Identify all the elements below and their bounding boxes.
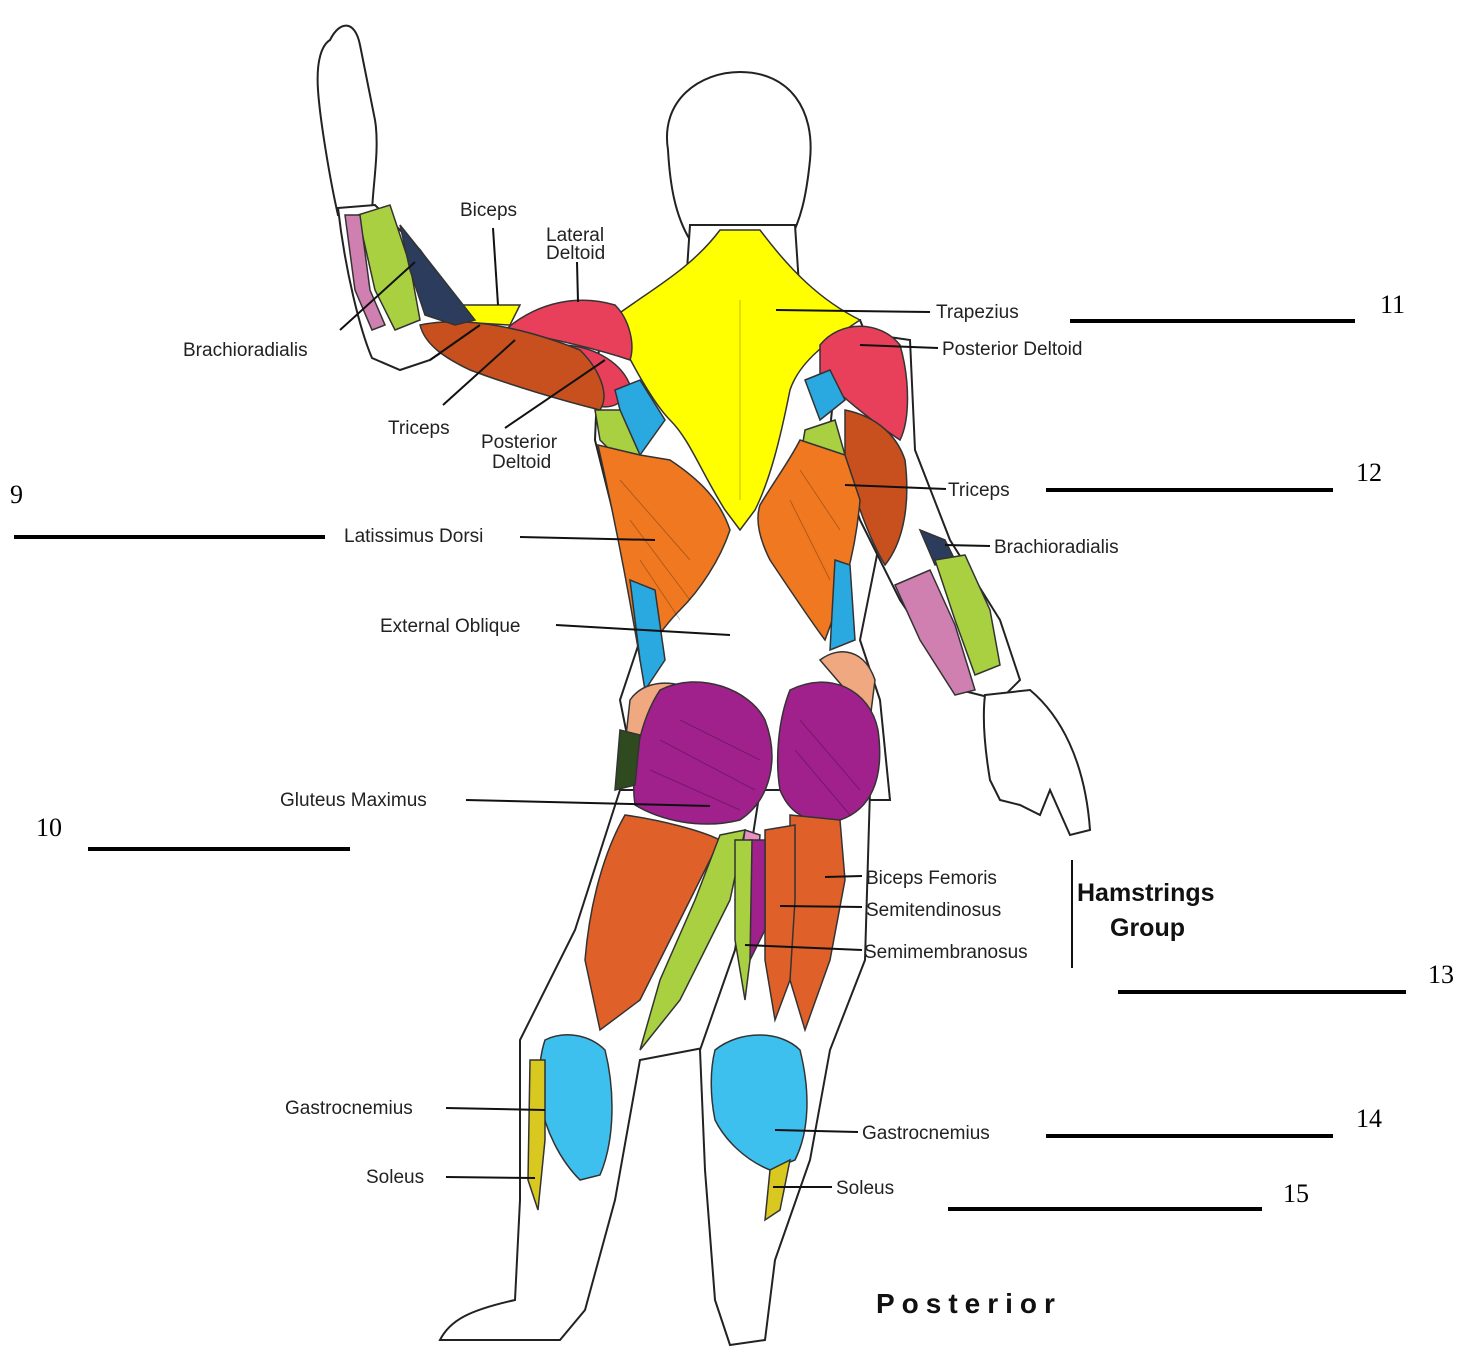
label-semitendinosus: Semitendinosus [866,900,1001,921]
label-trapezius: Trapezius [936,302,1019,323]
blank-number-12: 12 [1356,458,1382,487]
label-semimembranosus: Semimembranosus [864,942,1028,963]
label-gastrocnemius-right: Gastrocnemius [862,1123,990,1144]
label-posterior-deltoid-left-line1: Posterior [481,432,558,453]
label-posterior-deltoid-right: Posterior Deltoid [942,339,1082,360]
diagram-title: Posterior [876,1288,1062,1319]
label-triceps-right: Triceps [948,480,1010,501]
label-gastrocnemius-left: Gastrocnemius [285,1098,413,1119]
blank-number-9: 9 [10,480,23,509]
label-brachioradialis-left: Brachioradialis [183,340,308,361]
gluteus-maximus-left-muscle [634,682,772,824]
label-external-oblique: External Oblique [380,616,520,637]
external-oblique-right-muscle [830,560,855,650]
label-biceps-femoris: Biceps Femoris [866,868,997,889]
label-triceps-left: Triceps [388,418,450,439]
blank-number-14: 14 [1356,1104,1382,1133]
hamstrings-group-title-line2: Group [1110,914,1185,942]
label-soleus-left: Soleus [366,1167,424,1188]
blank-number-10: 10 [36,813,62,842]
label-gluteus-maximus: Gluteus Maximus [280,790,427,811]
gluteus-maximus-right-muscle [778,682,880,821]
label-soleus-right: Soleus [836,1178,894,1199]
label-biceps-left: Biceps [460,200,517,221]
body-figure [318,26,1090,1345]
blank-number-13: 13 [1428,960,1454,989]
label-lateral-deltoid-line2: Deltoid [546,243,605,264]
blank-number-11: 11 [1380,290,1405,319]
label-posterior-deltoid-left-line2: Deltoid [492,452,551,473]
blank-number-15: 15 [1283,1179,1309,1208]
label-brachioradialis-right: Brachioradialis [994,537,1119,558]
hamstrings-group-title-line1: Hamstrings [1077,879,1215,907]
label-latissimus-dorsi: Latissimus Dorsi [344,526,483,547]
